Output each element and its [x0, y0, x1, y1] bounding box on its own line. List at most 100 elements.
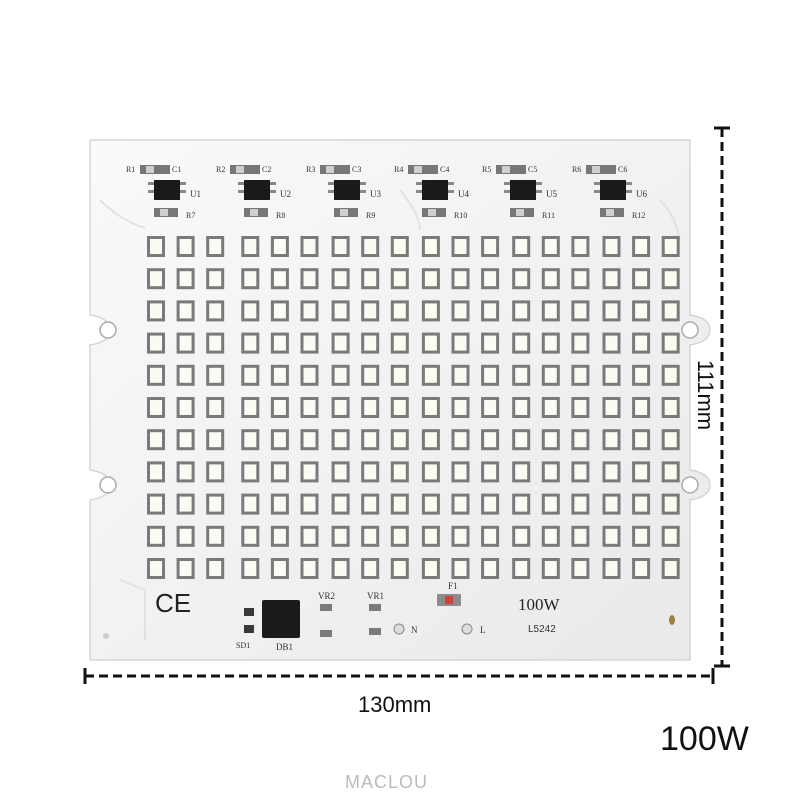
chip-label: U6: [636, 189, 647, 199]
led-chip: [273, 303, 286, 319]
resistor-body: [146, 166, 154, 173]
resistor-label: R10: [454, 211, 467, 220]
bridge-rectifier: [262, 600, 300, 638]
led-chip: [393, 335, 406, 351]
led-chip: [150, 464, 162, 480]
led-chip: [574, 335, 587, 351]
led-chip: [424, 239, 437, 254]
led-chip: [635, 496, 648, 512]
led-chip: [334, 561, 347, 576]
neutral-label: N: [411, 625, 418, 635]
capacitor-label: C6: [618, 165, 627, 174]
led-chip: [424, 432, 437, 448]
led-chip: [664, 239, 677, 254]
bottom-components: CE SD1 DB1 VR2 VR1 N F1 L 100W L5242: [103, 581, 675, 652]
led-chip: [303, 400, 316, 415]
led-chip: [574, 496, 587, 512]
led-chip: [179, 271, 192, 287]
led-chip: [484, 432, 497, 448]
led-chip: [424, 335, 437, 351]
led-chip: [334, 432, 347, 448]
led-chip: [393, 496, 406, 512]
led-chip: [393, 367, 406, 383]
led-chip: [364, 400, 377, 415]
led-chip: [364, 239, 377, 254]
led-chip: [574, 271, 587, 287]
wattage-label: 100W: [660, 720, 749, 758]
resistor-body: [326, 166, 334, 173]
led-chip: [244, 239, 257, 254]
led-chip: [244, 303, 257, 319]
resistor-label: R7: [186, 211, 195, 220]
led-chip: [664, 271, 677, 287]
resistor-label: R4: [394, 165, 403, 174]
led-chip: [303, 464, 316, 480]
led-chip: [454, 271, 467, 287]
led-chip: [664, 335, 677, 351]
resistor: [230, 165, 260, 174]
led-chip: [544, 432, 557, 448]
led-chip: [664, 303, 677, 319]
driver-chip: [600, 180, 626, 200]
led-chip: [209, 239, 222, 254]
chip-pin: [626, 190, 632, 193]
led-chip: [244, 561, 257, 576]
led-chip: [150, 303, 162, 319]
led-chip: [393, 239, 406, 254]
led-chip: [484, 303, 497, 319]
led-chip: [635, 271, 648, 287]
led-chip: [364, 367, 377, 383]
chip-pin: [180, 182, 186, 185]
ce-mark: CE: [155, 588, 191, 618]
led-chip: [364, 496, 377, 512]
capacitor-label: C1: [172, 165, 181, 174]
led-chip: [544, 239, 557, 254]
resistor: [320, 165, 350, 174]
led-chip: [273, 496, 286, 512]
resistor: [408, 165, 438, 174]
led-chip: [244, 432, 257, 448]
led-chip: [424, 303, 437, 319]
led-chip: [209, 367, 222, 383]
driver-chip: [422, 180, 448, 200]
chip-pin: [416, 190, 422, 193]
led-chip: [179, 496, 192, 512]
capacitor-label: C4: [440, 165, 449, 174]
live-label: L: [480, 625, 486, 635]
chip-pin: [594, 190, 600, 193]
led-chip: [605, 432, 618, 448]
led-chip: [515, 335, 528, 351]
led-chip: [303, 239, 316, 254]
led-chip: [179, 239, 192, 254]
led-chip: [209, 561, 222, 576]
led-chip: [635, 400, 648, 415]
resistor-body: [250, 209, 258, 216]
chip-pin: [536, 190, 542, 193]
led-chip: [635, 464, 648, 480]
led-chip: [424, 464, 437, 480]
led-chip: [364, 432, 377, 448]
resistor-label: R9: [366, 211, 375, 220]
led-chip: [515, 303, 528, 319]
led-chip: [334, 464, 347, 480]
board-model: L5242: [528, 624, 556, 635]
led-chip: [209, 271, 222, 287]
led-chip: [574, 432, 587, 448]
sd-label: SD1: [236, 641, 250, 650]
chip-pin: [626, 182, 632, 185]
led-chip: [364, 464, 377, 480]
led-chip: [454, 432, 467, 448]
chip-pin: [504, 182, 510, 185]
led-chip: [664, 367, 677, 383]
led-chip: [393, 561, 406, 576]
chip-pin: [416, 182, 422, 185]
dimension-lines: [85, 128, 724, 678]
chip-pin: [504, 190, 510, 193]
led-chip: [484, 271, 497, 287]
led-chip: [179, 432, 192, 448]
led-chip: [605, 496, 618, 512]
led-chip: [515, 432, 528, 448]
led-chip: [635, 367, 648, 383]
led-chip: [544, 561, 557, 576]
